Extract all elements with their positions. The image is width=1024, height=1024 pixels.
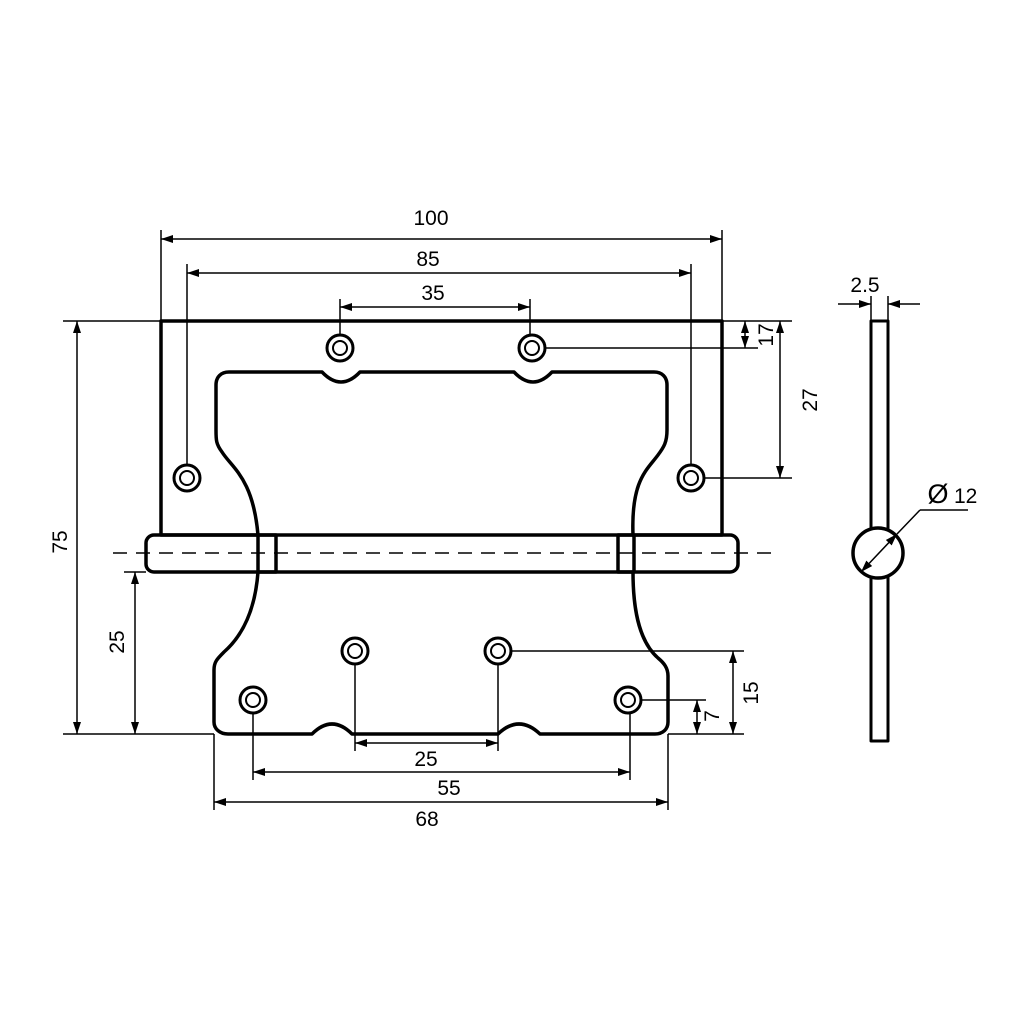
hole-lower-mid-right bbox=[483, 636, 513, 666]
lower-leaf bbox=[212, 570, 670, 736]
hole-upper-left bbox=[172, 463, 202, 493]
dimension-label-17: 17 bbox=[755, 323, 778, 346]
hole-bottom-left bbox=[238, 685, 268, 715]
dimension-label-35: 35 bbox=[421, 282, 444, 305]
dimension-label-7: 7 bbox=[701, 710, 724, 722]
mounting-holes bbox=[172, 333, 706, 715]
upper-leaf-cutout bbox=[214, 370, 669, 537]
dimension-lower-leaf-height: 25 bbox=[106, 571, 146, 734]
hole-lower-mid-left bbox=[340, 636, 370, 666]
dimension-lower-leaf-width: 68 bbox=[213, 734, 669, 831]
dimension-label-75: 75 bbox=[49, 530, 72, 553]
dimension-label-15: 15 bbox=[740, 681, 763, 704]
diameter-symbol: Ø bbox=[927, 479, 948, 509]
dimension-label-27: 27 bbox=[799, 388, 822, 411]
dimension-knuckle-diameter: Ø 12 bbox=[860, 479, 977, 573]
upper-leaf bbox=[159, 319, 724, 537]
hole-top-right bbox=[517, 333, 547, 363]
hole-upper-right bbox=[676, 463, 706, 493]
dimension-label-2-5: 2.5 bbox=[850, 274, 879, 297]
dimension-top-hole-spacing-outer: 85 bbox=[186, 248, 692, 466]
dimension-label-85: 85 bbox=[416, 248, 439, 271]
dimension-label-25-vertical: 25 bbox=[106, 630, 129, 653]
dimension-bottom-hole-spacing-outer: 55 bbox=[252, 713, 631, 800]
dimension-label-25-horizontal: 25 bbox=[414, 748, 437, 771]
hinge-side-view bbox=[851, 319, 905, 743]
dimension-overall-width: 100 bbox=[160, 207, 723, 321]
dimension-label-68: 68 bbox=[415, 808, 438, 831]
dimension-top-hole-offset-small: 17 bbox=[545, 320, 792, 349]
dimension-label-12: 12 bbox=[954, 485, 977, 508]
dimension-bottom-hole-offset-small: 7 bbox=[641, 699, 724, 734]
hole-bottom-right bbox=[613, 685, 643, 715]
dimension-plate-thickness: 2.5 bbox=[838, 274, 920, 321]
dimension-top-hole-offset-large: 27 bbox=[704, 321, 822, 479]
dimension-label-100: 100 bbox=[413, 207, 448, 230]
dimension-bottom-hole-offset-large: 15 bbox=[511, 650, 763, 735]
hinge-front-view bbox=[113, 319, 775, 736]
dimension-overall-height: 75 bbox=[49, 320, 214, 735]
dimension-label-55: 55 bbox=[437, 777, 460, 800]
hole-top-left bbox=[325, 333, 355, 363]
dimension-bottom-hole-spacing-inner: 25 bbox=[354, 664, 499, 771]
dimension-top-hole-spacing-inner: 35 bbox=[339, 282, 531, 335]
